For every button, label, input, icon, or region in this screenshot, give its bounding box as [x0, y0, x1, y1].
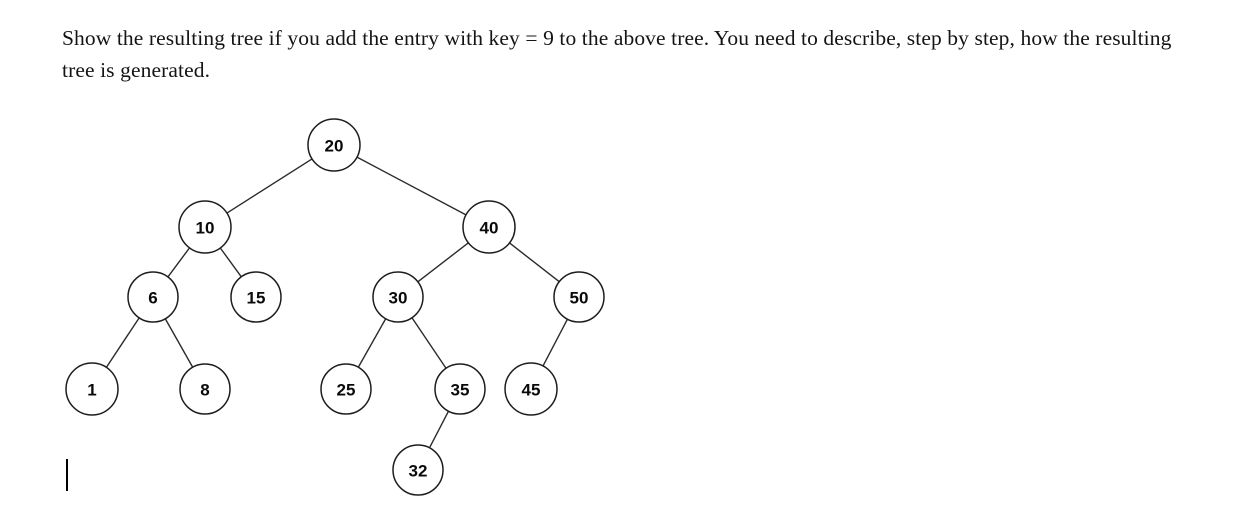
tree-edge-40-to-30: [417, 242, 469, 283]
node-circle-25: [320, 363, 372, 415]
node-label-15: 15: [247, 289, 266, 308]
node-label-50: 50: [570, 289, 589, 308]
node-label-40: 40: [480, 219, 499, 238]
question-text: Show the resulting tree if you add the e…: [62, 26, 1177, 82]
node-label-45: 45: [522, 381, 541, 400]
tree-node-6[interactable]: 6: [127, 271, 179, 323]
node-label-25: 25: [337, 381, 356, 400]
tree-node-45[interactable]: 45: [504, 362, 558, 416]
tree-node-layer: 20 10 40 6 15 30 50 1 8 25 35 45 32: [65, 118, 605, 496]
tree-node-15[interactable]: 15: [230, 271, 282, 323]
node-circle-30: [372, 271, 424, 323]
node-circle-45: [504, 362, 558, 416]
node-circle-20: [307, 118, 361, 172]
node-label-1: 1: [87, 381, 96, 400]
tree-edge-35-to-32: [428, 410, 450, 449]
node-label-32: 32: [409, 462, 428, 481]
tree-edge-20-to-40: [356, 156, 467, 216]
tree-edge-10-to-15: [219, 247, 242, 278]
tree-node-35[interactable]: 35: [434, 363, 486, 415]
node-label-30: 30: [389, 289, 408, 308]
node-circle-35: [434, 363, 486, 415]
tree-node-8[interactable]: 8: [179, 363, 231, 415]
tree-node-1[interactable]: 1: [65, 362, 119, 416]
tree-edge-6-to-1: [105, 317, 140, 368]
tree-edge-40-to-50: [509, 242, 560, 283]
tree-node-32[interactable]: 32: [392, 444, 444, 496]
tree-node-40[interactable]: 40: [462, 200, 516, 254]
tree-edge-6-to-8: [164, 318, 194, 368]
tree-node-25[interactable]: 25: [320, 363, 372, 415]
node-circle-32: [392, 444, 444, 496]
tree-edge-30-to-35: [411, 317, 447, 369]
node-circle-15: [230, 271, 282, 323]
tree-edge-10-to-6: [167, 247, 191, 278]
node-circle-50: [553, 271, 605, 323]
node-label-6: 6: [148, 289, 157, 308]
node-circle-6: [127, 271, 179, 323]
tree-edge-20-to-10: [226, 158, 313, 214]
node-label-20: 20: [325, 137, 344, 156]
node-label-8: 8: [200, 381, 209, 400]
node-circle-1: [65, 362, 119, 416]
node-circle-10: [178, 200, 232, 254]
tree-node-20[interactable]: 20: [307, 118, 361, 172]
node-circle-40: [462, 200, 516, 254]
tree-edge-30-to-25: [357, 318, 387, 368]
node-label-10: 10: [196, 219, 215, 238]
node-label-35: 35: [451, 381, 470, 400]
tree-node-30[interactable]: 30: [372, 271, 424, 323]
tree-edge-50-to-45: [542, 318, 569, 367]
tree-node-50[interactable]: 50: [553, 271, 605, 323]
tree-edge-layer: [105, 156, 569, 449]
text-caret: [66, 459, 68, 491]
tree-node-10[interactable]: 10: [178, 200, 232, 254]
node-circle-8: [179, 363, 231, 415]
